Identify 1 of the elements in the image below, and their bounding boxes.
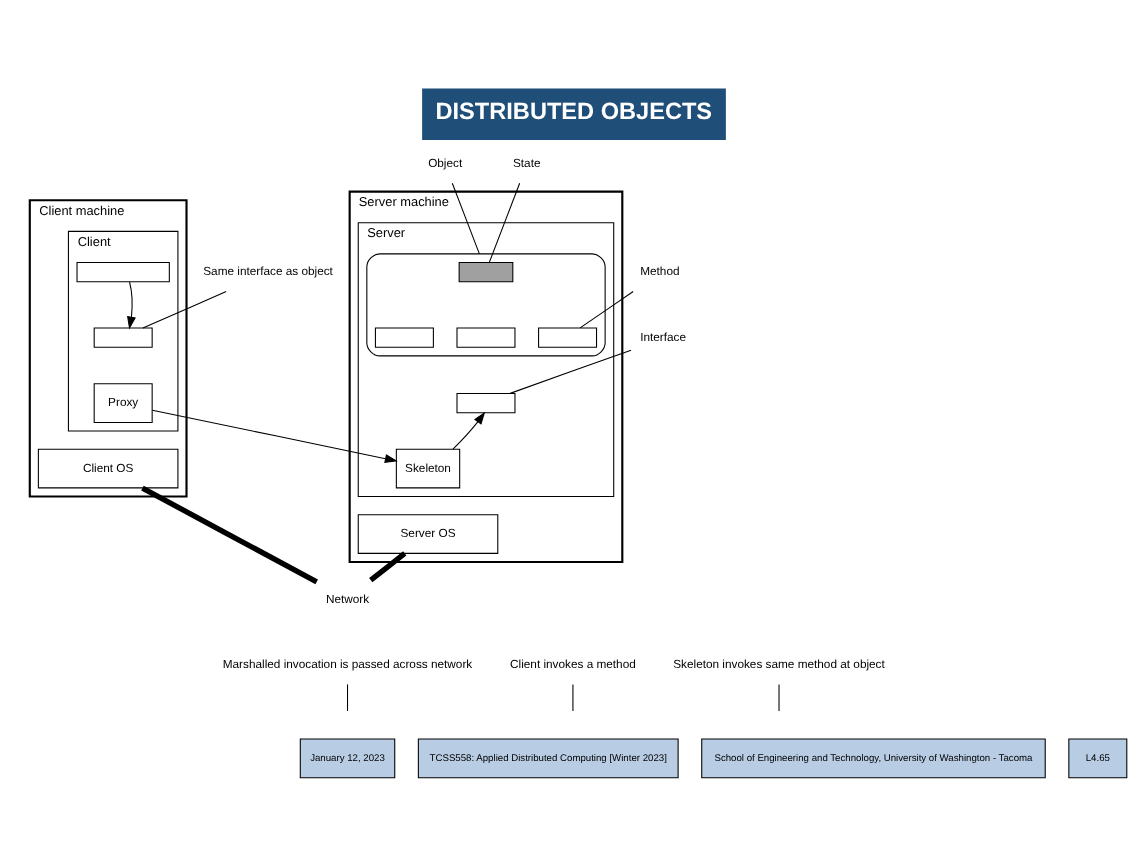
diagram-title: DISTRIBUTED OBJECTS [435,97,713,126]
